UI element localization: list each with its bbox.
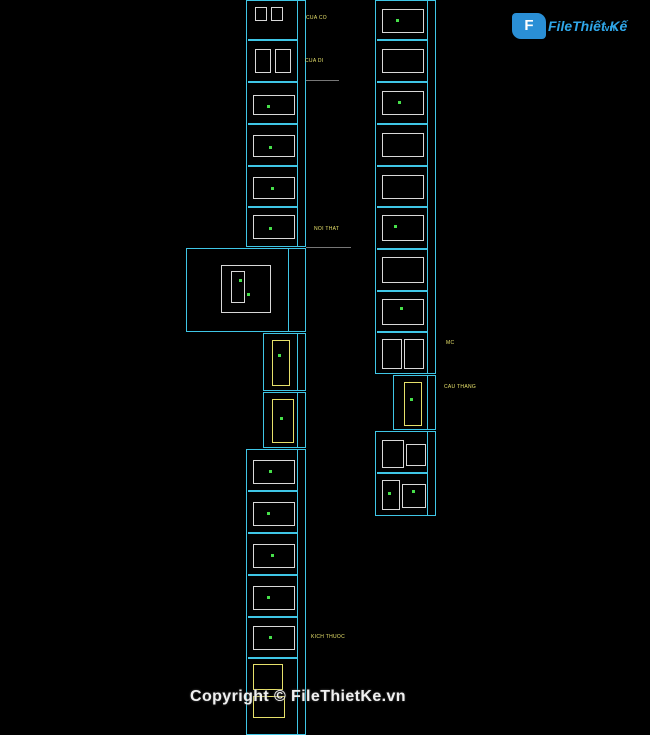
left-sheet-strip-top[interactable] bbox=[246, 0, 306, 247]
logo-mark-icon: F bbox=[512, 13, 546, 39]
label-cua-co: CUA CO bbox=[306, 15, 327, 21]
logo-suffix: .vn bbox=[602, 23, 616, 33]
label-kich-thuoc: KICH THUOC bbox=[311, 634, 346, 640]
title-block bbox=[427, 376, 435, 429]
interior-plan-sheet[interactable] bbox=[186, 248, 306, 332]
filethietke-logo: F FileThiết Kế .vn bbox=[512, 13, 628, 43]
title-block bbox=[427, 1, 435, 373]
title-block bbox=[427, 432, 435, 515]
copyright-watermark: Copyright © FileThietKe.vn bbox=[190, 688, 406, 705]
title-block bbox=[297, 334, 305, 390]
title-block bbox=[288, 249, 305, 331]
stair-sheet-2[interactable] bbox=[263, 392, 306, 448]
label-cua-di: CUA DI bbox=[305, 58, 324, 64]
label-mc: MC bbox=[446, 340, 455, 346]
guide-line bbox=[306, 247, 351, 248]
label-cau-thang: CAU THANG bbox=[444, 384, 477, 390]
title-block bbox=[297, 1, 305, 246]
left-sheet-strip-bottom[interactable] bbox=[246, 449, 306, 735]
right-detail-sheets[interactable] bbox=[375, 431, 436, 516]
logo-brand: FileThiết Kế bbox=[548, 18, 628, 34]
title-block bbox=[297, 393, 305, 447]
stair-sheet-1[interactable] bbox=[263, 333, 306, 391]
right-sheet-strip[interactable] bbox=[375, 0, 436, 374]
label-noi-that: NOI THAT bbox=[314, 226, 340, 232]
stair-detail-sheet[interactable] bbox=[393, 375, 436, 430]
guide-line bbox=[306, 80, 339, 81]
title-block bbox=[297, 450, 305, 734]
